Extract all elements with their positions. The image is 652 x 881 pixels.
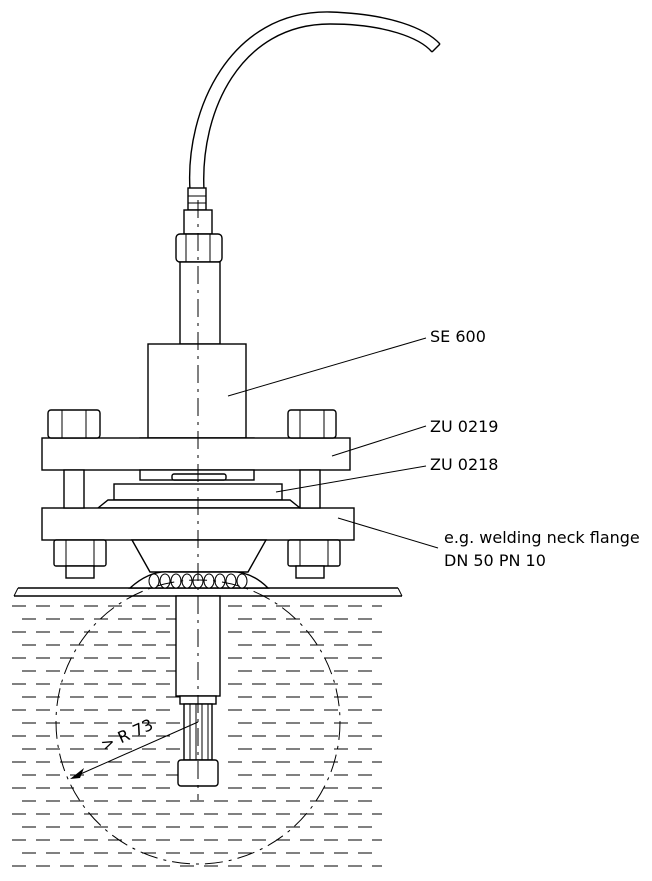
cable [187,11,441,211]
sensor-label: SE 600 [430,327,486,346]
adapter-label: ZU 0218 [430,455,498,474]
weld-bead [225,573,237,589]
weld-bead [203,573,215,589]
liquid-hatching [12,605,382,867]
weld-bead [170,573,182,589]
flange-bottom-label-line2: DN 50 PN 10 [444,551,546,570]
sensor-se600 [139,209,255,451]
weld-bead [148,573,160,589]
flange-bottom-label-line1: e.g. welding neck flange [444,528,640,547]
mounting-surface [13,587,403,597]
radius-arrow [70,721,199,779]
flange-top-label: ZU 0219 [430,417,498,436]
probe [175,595,221,787]
weld-bead [181,573,193,589]
weld-bead [214,573,226,589]
bolt-left [47,409,107,579]
bolt-right [287,409,341,579]
adapter-zu0218 [96,483,302,509]
weld-bead [236,573,248,589]
weld-bead [159,573,171,589]
flange-top-zu0219 [41,437,351,481]
leader-lines [227,337,439,549]
